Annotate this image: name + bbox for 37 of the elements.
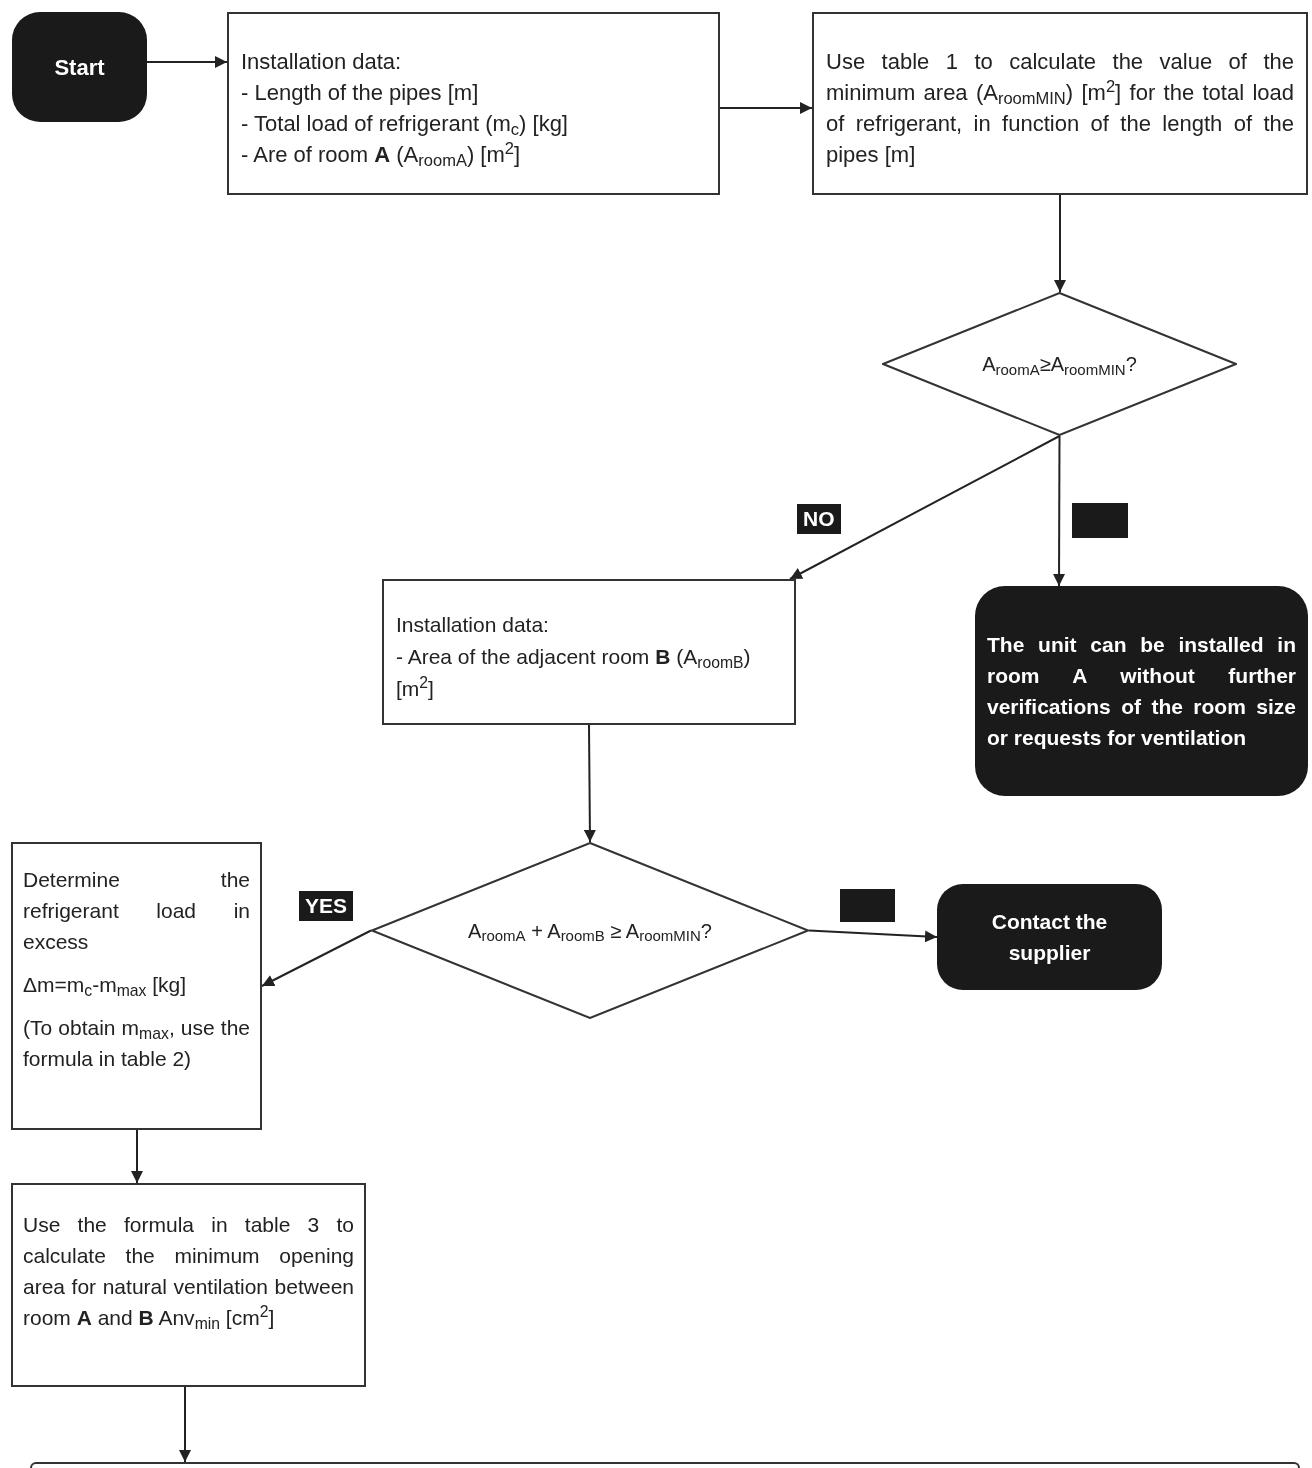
arrow [131,1129,143,1184]
node-text: Δm=m$_{c}$-m$_{max}$ [kg] [23,972,188,1000]
node-text: Contact the supplier [990,909,1109,966]
edge-label: NO [797,504,841,534]
empty-box [30,1462,1300,1468]
node-text: Determine the refrigerant load in excess [23,867,250,955]
node-text: Use the formula in table 3 to calculate the minimum opening area for natural ventilation between room A and B Anv$_{min}$ [cm$^{2}$] [23,1212,354,1333]
arrow [1053,435,1066,587]
terminal-box [975,586,1308,796]
arrow [808,929,938,943]
terminal-box [12,12,147,122]
process-box [227,12,720,195]
arrow [789,435,1061,580]
node-text: Use table 1 to calculate the value of the minimum area (A$_{roomMIN}$) [m$^{2}$] for the total load of refrigerant, in function of the length of the pipes [m] [826,48,1294,169]
node-text: Installation data: [396,612,550,638]
terminal-box [937,884,1162,990]
node-text: - Total load of refrigerant (m$_{c}$) [kg] [241,110,569,139]
decision-diamond [882,292,1237,436]
node-text: Installation data: [241,48,403,76]
decision-diamond [371,842,809,1019]
node-text: The unit can be installed in room A without further verifications of the room size or requests for ventilation [987,632,1296,751]
arrow [179,1386,191,1463]
arrow [719,102,813,114]
arrow [1054,194,1066,293]
edge-label: YES [299,891,354,921]
process-box [382,579,796,725]
node-text: A$_{roomA}$ + A$_{roomB}$ ≥ A$_{roomMIN}$? [468,918,712,946]
node-text: A$_{roomA}$≥A$_{roomMIN}$? [982,352,1137,379]
node-text: (To obtain m$_{max}$, use the formula in table 2) [23,1015,250,1072]
arrow [146,56,228,68]
arrow [583,724,596,843]
arrow [261,929,372,987]
process-box [11,1183,366,1387]
process-box [11,842,262,1130]
node-text: - Length of the pipes [m] [241,79,480,107]
process-box [812,12,1308,195]
node-text: Start [54,53,105,82]
